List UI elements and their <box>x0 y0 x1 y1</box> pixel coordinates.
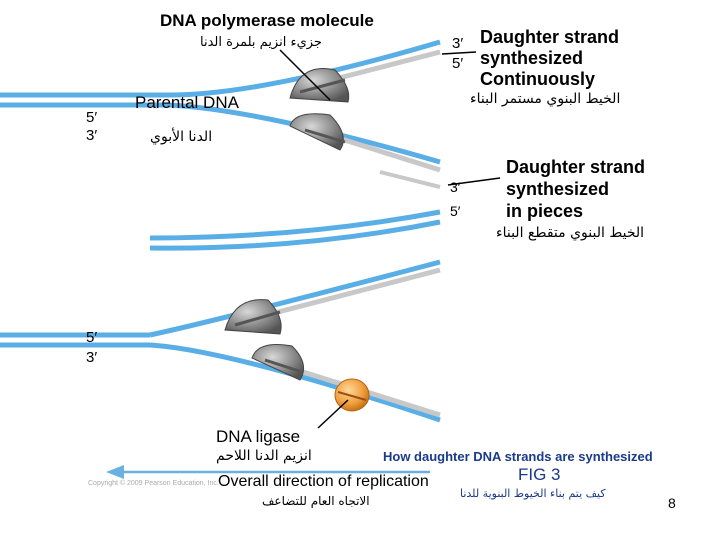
parental-strand <box>169 102 441 165</box>
end-label: 5′ <box>86 109 98 126</box>
copyright-notice: Copyright © 2009 Pearson Education, Inc. <box>88 480 219 487</box>
dna-polymerase-shape <box>289 68 350 103</box>
pieces-strand-label: in pieces <box>506 201 584 221</box>
end-label: 3′ <box>450 179 461 195</box>
end-label: 3′ <box>86 349 98 366</box>
continuous-strand-label: Daughter strand <box>480 27 620 47</box>
figure-caption: How daughter DNA strands are synthesized <box>383 449 653 464</box>
parental-dna-label: Parental DNA <box>135 93 239 112</box>
figure-number: FIG 3 <box>518 465 561 484</box>
end-label: 5′ <box>452 55 464 72</box>
top-fork <box>0 39 441 173</box>
parental-strand <box>149 209 441 241</box>
bottom-fork <box>0 259 441 423</box>
direction-label: Overall direction of replication <box>218 473 429 490</box>
pointer-lines <box>279 49 501 429</box>
pieces-strand-label: Daughter strand <box>506 157 646 177</box>
direction-arrow <box>106 465 430 479</box>
middle-strands <box>149 170 441 251</box>
daughter-strand-pieces <box>379 170 441 189</box>
continuous-strand-label: synthesized <box>480 48 584 68</box>
dna-ligase-shape <box>334 378 370 412</box>
figure-caption-arabic: كيف يتم بناء الخيوط البنوية للدنا <box>460 487 606 500</box>
parental-strand <box>149 259 441 338</box>
end-label: 5′ <box>450 203 461 219</box>
dna-polymerase-shape <box>251 344 305 381</box>
page-number: 8 <box>668 495 676 511</box>
parental-strand <box>149 219 441 251</box>
end-label: 3′ <box>86 127 98 144</box>
end-label: 5′ <box>86 329 98 346</box>
polymerase-label-arabic: جزيء انزيم بلمرة الدنا <box>200 35 322 50</box>
polymerase-label: DNA polymerase molecule <box>160 11 374 30</box>
pieces-strand-label-arabic: الخيط البنوي متقطع البناء <box>496 225 645 241</box>
pieces-strand-label: synthesized <box>506 179 610 199</box>
parental-strand <box>149 342 441 423</box>
dna-ligase-label: DNA ligase <box>216 427 301 446</box>
dna-polymerase-shape <box>289 113 346 151</box>
continuous-strand-label-arabic: الخيط البنوي مستمر البناء <box>470 91 621 107</box>
daughter-strand-continuous <box>254 267 441 321</box>
dna-ligase-label-arabic: انزيم الدنا اللاحم <box>216 448 312 464</box>
direction-label-arabic: الاتجاه العام للتضاعف <box>262 494 370 508</box>
end-label: 3′ <box>452 35 464 52</box>
parental-strand <box>169 39 441 98</box>
parental-dna-label-arabic: الدنا الأبوي <box>150 129 213 145</box>
continuous-strand-label: Continuously <box>480 69 595 89</box>
dna-polymerase-shape <box>224 299 282 335</box>
